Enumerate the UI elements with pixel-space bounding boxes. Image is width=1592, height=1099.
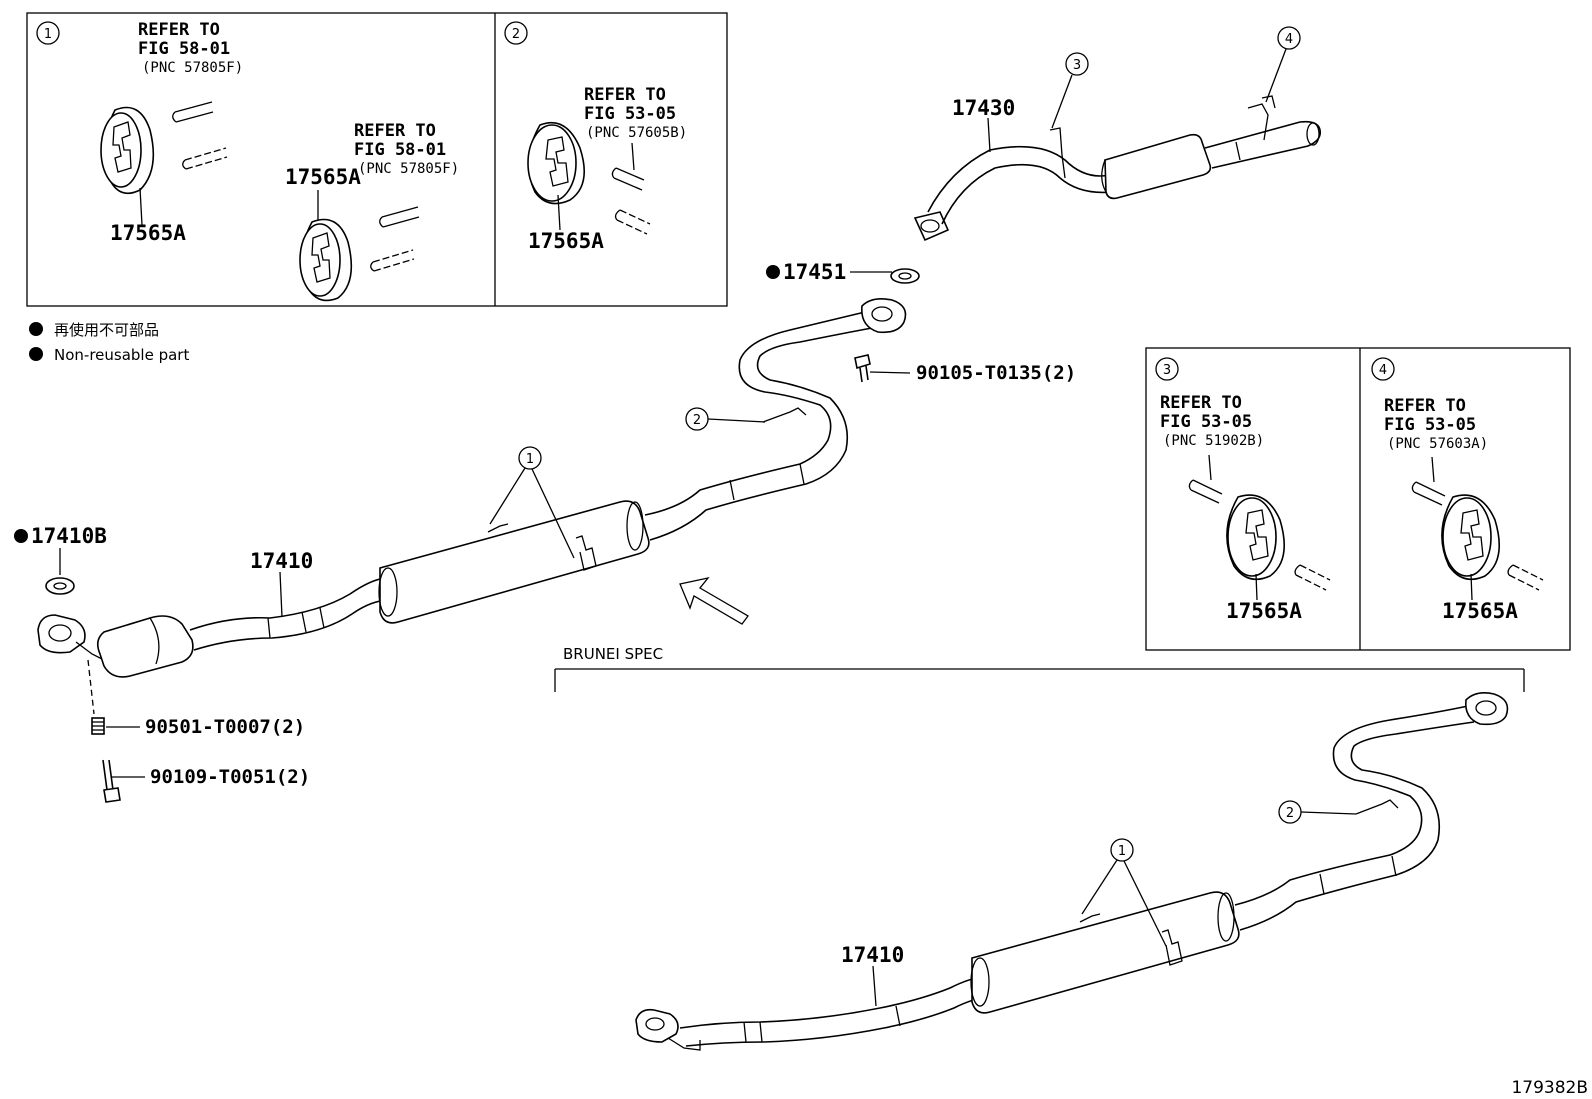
inset-1-ref-a-line1: REFER TO xyxy=(138,20,220,40)
inset-box-1-2 xyxy=(26,12,728,307)
non-reusable-dot-icon xyxy=(14,529,28,543)
inset-4-ref-line3: (PNC 57603A) xyxy=(1387,436,1488,452)
gasket-17451: 17451 xyxy=(766,260,920,284)
inset-2-ref-line1: REFER TO xyxy=(584,85,666,105)
inset-3-ref-line1: REFER TO xyxy=(1160,393,1242,413)
inset-box-3-4 xyxy=(1145,347,1571,651)
figure-id: 179382B xyxy=(1511,1078,1588,1098)
tail-pipe-17430 xyxy=(913,95,1322,242)
rubber-hanger-icon xyxy=(100,106,155,195)
inset-3-part: 17565A xyxy=(1226,599,1302,623)
inset-4: 4 REFER TO FIG 53-05 (PNC 57603A) 17565A xyxy=(1371,357,1544,623)
inset-2-ref-line3: (PNC 57605B) xyxy=(586,125,687,141)
inset-1-ref-a-line3: (PNC 57805F) xyxy=(142,60,243,76)
inset-3-number: 3 xyxy=(1163,363,1171,378)
svg-text:2: 2 xyxy=(1286,806,1294,821)
inset-1-number: 1 xyxy=(44,27,52,42)
bolt-90105: 90105-T0135(2) xyxy=(854,354,1076,384)
brunei-spec-bracket: BRUNEI SPEC xyxy=(554,645,1525,692)
direction-arrow-icon xyxy=(679,576,749,625)
inset-4-ref-line2: FIG 53-05 xyxy=(1384,415,1476,435)
inset-1-part-b: 17565A xyxy=(285,165,361,189)
pin-icon xyxy=(611,142,651,235)
gasket-17410b: 17410B xyxy=(14,524,107,595)
part-17410: 17410 xyxy=(250,549,313,573)
brunei-pipe-17410 xyxy=(635,692,1509,1051)
callout-1: 1 xyxy=(489,446,575,559)
inset-4-part: 17565A xyxy=(1442,599,1518,623)
svg-text:1: 1 xyxy=(526,452,534,467)
legend: 再使用不可部品 Non-reusable part xyxy=(29,321,189,364)
svg-text:3: 3 xyxy=(1073,58,1081,73)
inset-2-part: 17565A xyxy=(528,229,604,253)
part-17451: 17451 xyxy=(783,260,846,284)
inset-3-ref-line3: (PNC 51902B) xyxy=(1163,433,1264,449)
part-17410-brunei: 17410 xyxy=(841,943,904,967)
non-reusable-dot-icon xyxy=(766,265,780,279)
front-pipe-17410 xyxy=(37,298,907,678)
part-90105: 90105-T0135(2) xyxy=(916,362,1076,384)
svg-text:1: 1 xyxy=(1118,844,1126,859)
part-17410b: 17410B xyxy=(31,524,107,548)
pin-icon xyxy=(172,101,228,170)
callout-2-brunei: 2 xyxy=(1278,800,1357,824)
inset-1-part-a: 17565A xyxy=(110,221,186,245)
svg-text:4: 4 xyxy=(1285,32,1293,47)
rubber-hanger-icon xyxy=(299,218,353,302)
inset-2-number: 2 xyxy=(512,27,520,42)
inset-2-ref-line2: FIG 53-05 xyxy=(584,104,676,124)
callout-3: 3 xyxy=(1051,52,1089,129)
inset-4-number: 4 xyxy=(1379,363,1387,378)
callout-1-brunei: 1 xyxy=(1081,838,1167,947)
inset-3-ref-line2: FIG 53-05 xyxy=(1160,412,1252,432)
callout-4: 4 xyxy=(1265,26,1301,103)
rubber-hanger-icon xyxy=(1441,494,1501,581)
inset-4-ref-line1: REFER TO xyxy=(1384,396,1466,416)
non-reusable-dot-icon xyxy=(29,322,43,336)
bolt-90109: 90109-T0051(2) xyxy=(102,759,310,803)
inset-1-ref-b-line2: FIG 58-01 xyxy=(354,140,446,160)
pin-icon xyxy=(370,206,420,272)
legend-jp: 再使用不可部品 xyxy=(54,321,159,339)
non-reusable-dot-icon xyxy=(29,347,43,361)
callout-2: 2 xyxy=(685,407,766,431)
inset-3: 3 REFER TO FIG 53-05 (PNC 51902B) 17565A xyxy=(1155,357,1331,623)
rubber-hanger-icon xyxy=(1226,494,1286,581)
inset-1: 1 REFER TO FIG 58-01 (PNC 57805F) 17565A… xyxy=(36,20,459,302)
rubber-hanger-icon xyxy=(527,121,586,205)
spring-90501: 90501-T0007(2) xyxy=(87,659,305,738)
pin-icon xyxy=(1188,454,1331,591)
part-17430: 17430 xyxy=(952,96,1015,120)
inset-1-ref-b-line1: REFER TO xyxy=(354,121,436,141)
legend-en: Non-reusable part xyxy=(54,346,189,364)
part-90501: 90501-T0007(2) xyxy=(145,716,305,738)
inset-1-ref-b-line3: (PNC 57805F) xyxy=(358,161,459,177)
inset-2: 2 REFER TO FIG 53-05 (PNC 57605B) 17565A xyxy=(504,21,687,253)
svg-text:2: 2 xyxy=(693,413,701,428)
brunei-spec-label: BRUNEI SPEC xyxy=(563,645,663,663)
pin-icon xyxy=(1411,456,1544,591)
part-90109: 90109-T0051(2) xyxy=(150,766,310,788)
inset-1-ref-a-line2: FIG 58-01 xyxy=(138,39,230,59)
